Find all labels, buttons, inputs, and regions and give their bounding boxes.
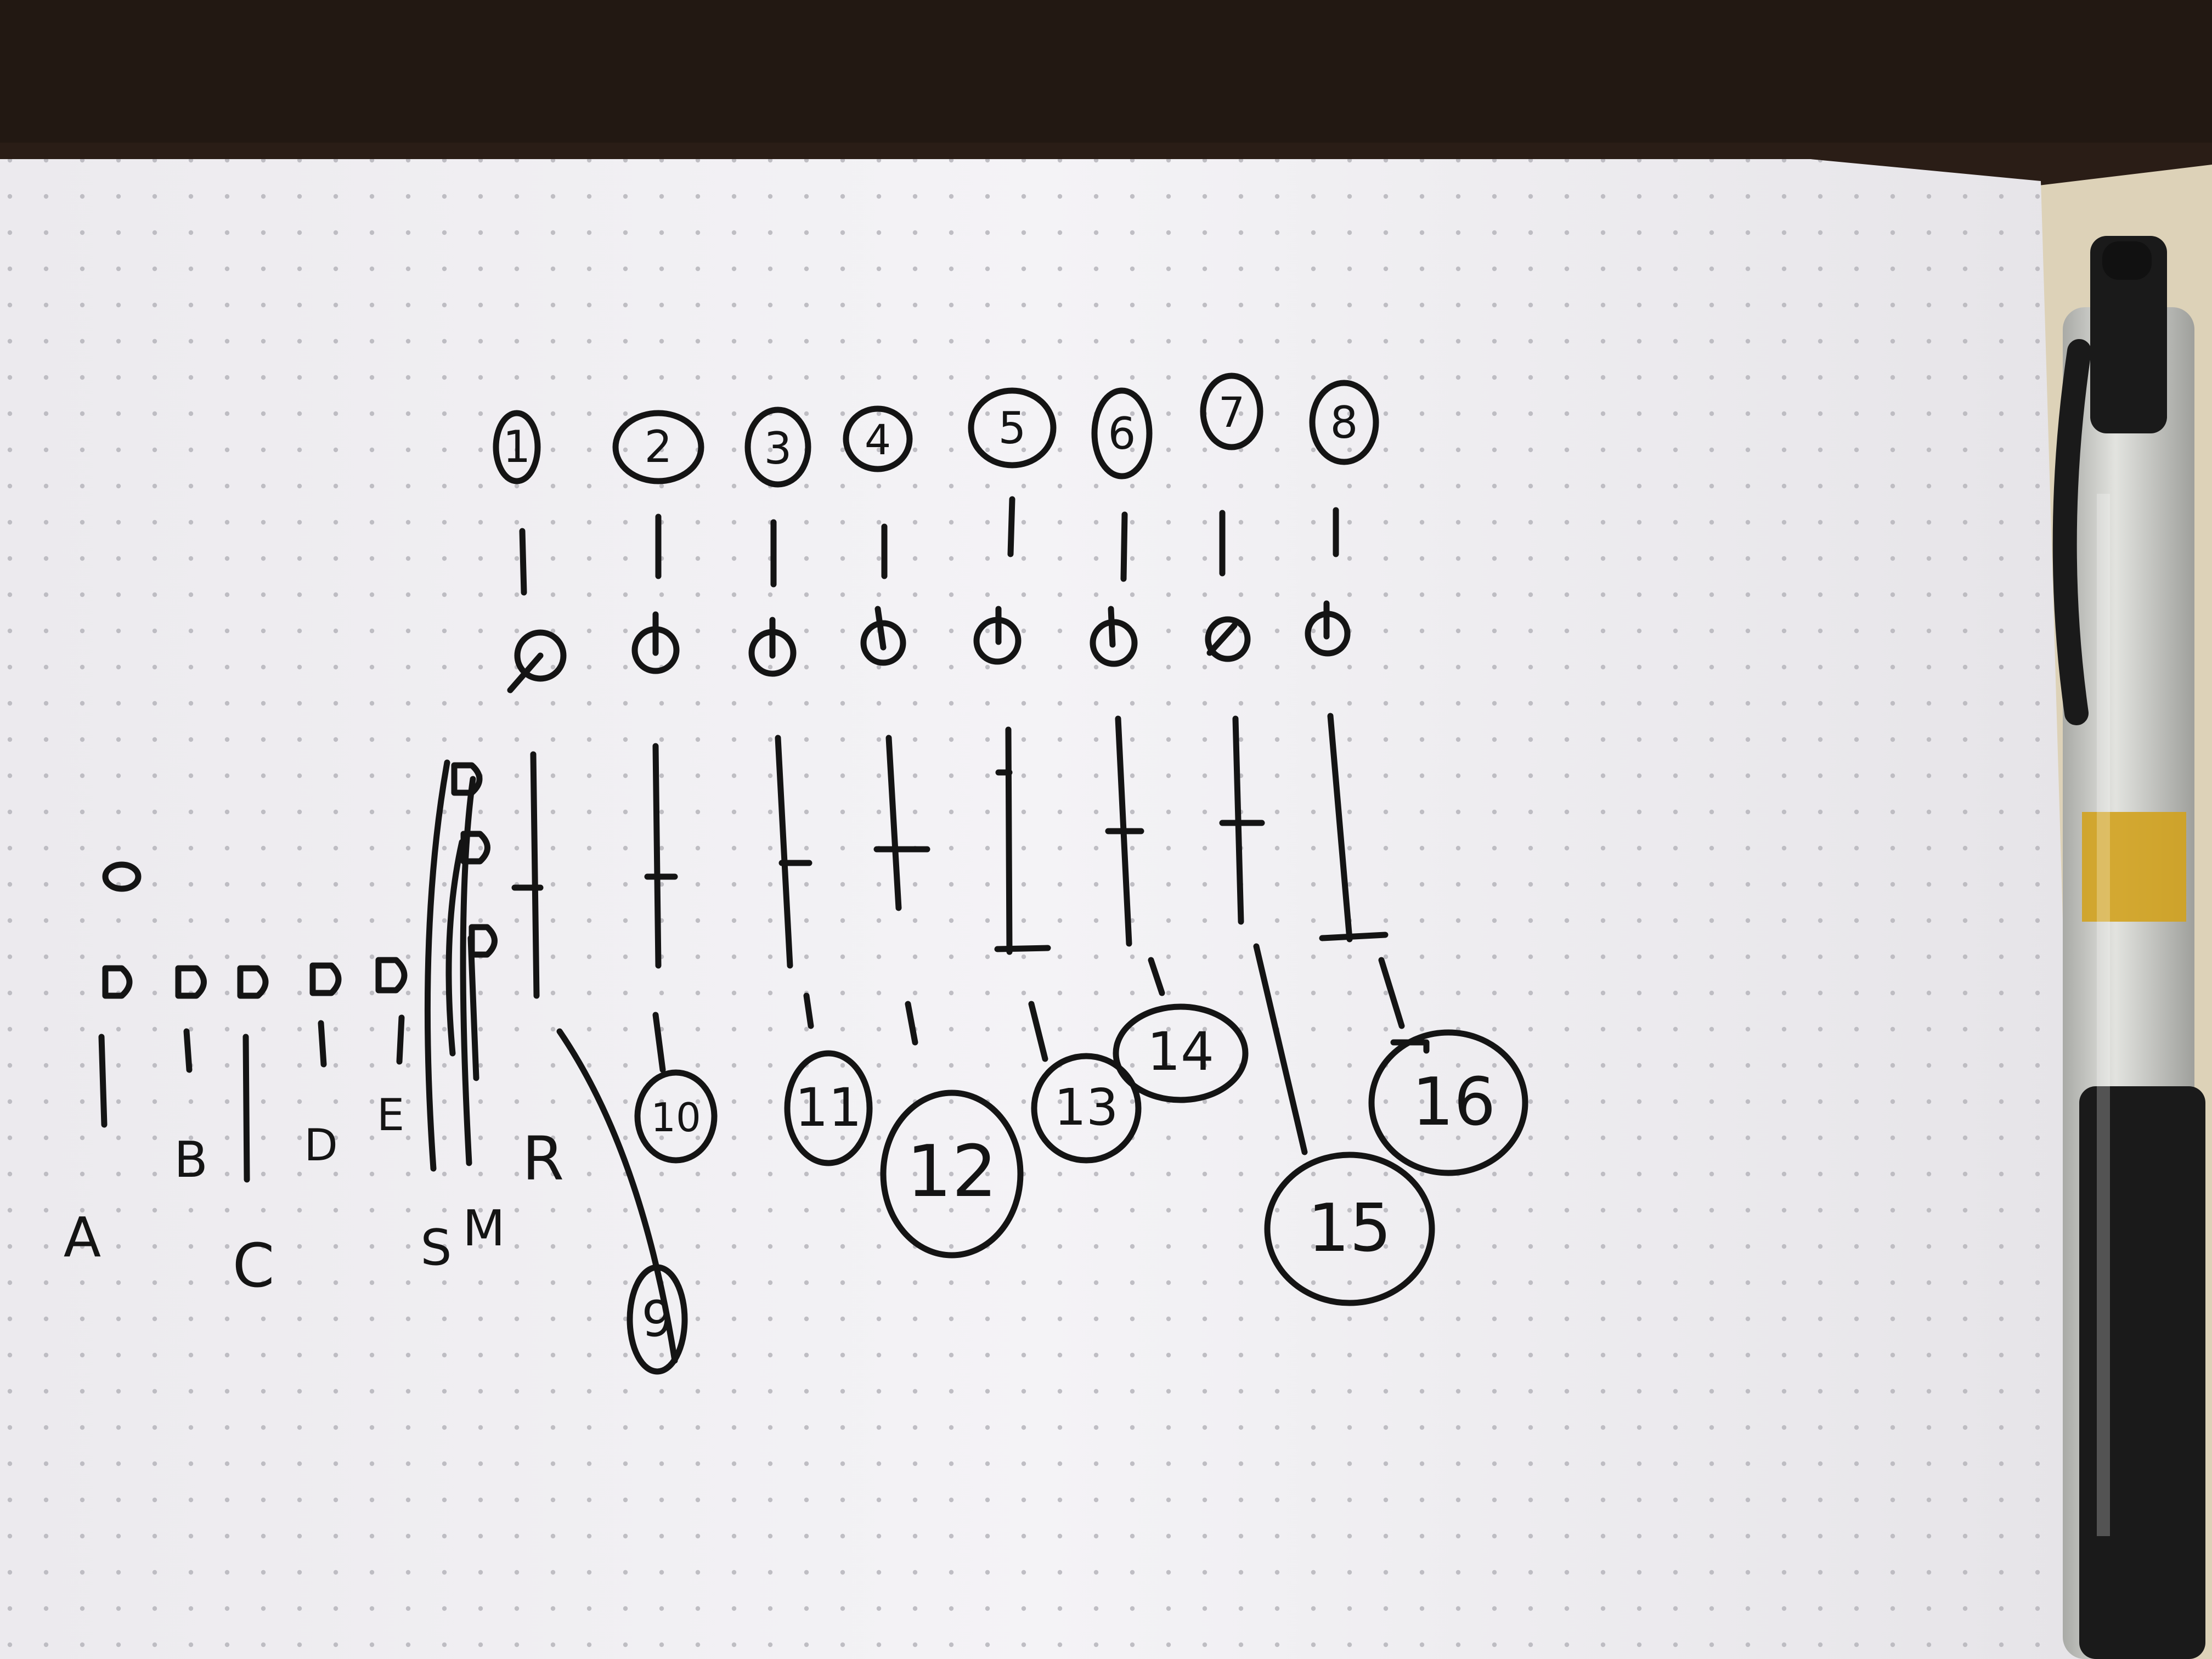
sketch-ink <box>98 373 1528 1375</box>
top-oval-6 <box>1091 387 1153 479</box>
letter-s: S <box>420 1219 452 1277</box>
top-label-4: 4 <box>865 415 891 464</box>
bottom-label-11: 11 <box>795 1077 862 1138</box>
letter-b: B <box>174 1131 208 1189</box>
sketch-labels: 1 2 3 4 5 6 7 8 9 10 11 12 13 14 15 16 A… <box>64 388 1496 1348</box>
top-oval-8 <box>1309 380 1379 465</box>
bottom-label-13: 13 <box>1054 1078 1118 1137</box>
letter-e: E <box>377 1090 405 1141</box>
top-oval-4 <box>843 405 913 472</box>
bottom-label-16: 16 <box>1412 1064 1496 1141</box>
top-oval-1 <box>493 410 541 484</box>
top-oval-3 <box>744 407 811 488</box>
top-label-3: 3 <box>764 423 792 474</box>
bottom-label-9: 9 <box>641 1290 673 1348</box>
bottom-oval-12 <box>880 1090 1024 1259</box>
bottom-oval-11 <box>784 1050 873 1166</box>
letter-c: C <box>233 1231 275 1301</box>
top-label-6: 6 <box>1108 408 1136 459</box>
bottom-oval-15 <box>1264 1152 1435 1306</box>
bottom-oval-16 <box>1368 1029 1528 1176</box>
top-oval-2 <box>612 410 704 484</box>
sockets-row <box>102 762 498 999</box>
pen-icon <box>2052 236 2205 1659</box>
top-label-1: 1 <box>503 421 531 472</box>
bottom-oval-9 <box>627 1264 688 1375</box>
top-oval-7 <box>1200 373 1263 450</box>
bottom-label-12: 12 <box>906 1130 997 1213</box>
letter-r: R <box>522 1124 564 1194</box>
top-label-5: 5 <box>998 403 1026 454</box>
bottom-oval-14 <box>1113 1003 1249 1103</box>
bottom-oval-13 <box>1031 1053 1142 1164</box>
bottom-label-10: 10 <box>651 1094 701 1141</box>
bottom-oval-10 <box>634 1069 718 1164</box>
bottom-label-15: 15 <box>1308 1190 1392 1267</box>
desk-shadow-strip <box>0 0 2212 143</box>
dot-grid-notebook <box>0 159 2085 1659</box>
letter-m: M <box>462 1200 505 1257</box>
bottom-label-14: 14 <box>1147 1021 1214 1082</box>
letter-a: A <box>64 1205 101 1269</box>
top-label-8: 8 <box>1330 397 1358 448</box>
top-label-7: 7 <box>1218 388 1245 437</box>
letter-d: D <box>304 1120 338 1171</box>
top-label-2: 2 <box>645 421 673 472</box>
top-oval-5 <box>968 387 1057 469</box>
